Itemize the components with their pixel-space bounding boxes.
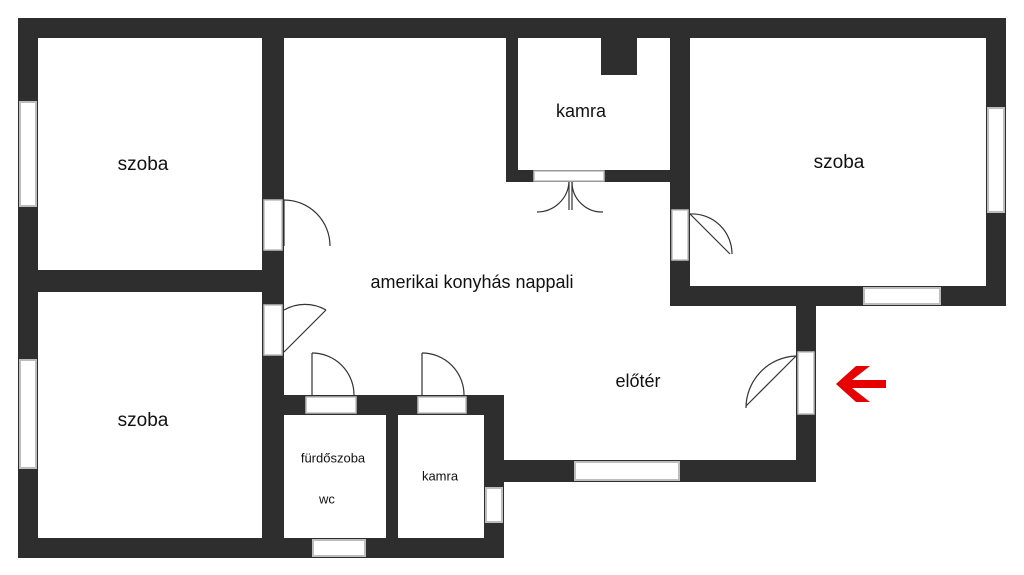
room-labels: szoba szoba szoba amerikai konyhás nappa… <box>118 101 865 507</box>
door-swing <box>689 213 733 255</box>
door-swings <box>283 181 797 409</box>
entrance-arrow-icon <box>836 366 886 402</box>
door-swing <box>283 199 331 247</box>
label-room-bottom-left: szoba <box>118 410 169 431</box>
door-gap-bath <box>305 396 357 414</box>
wall-right-room-bottom <box>670 286 1006 306</box>
wall-left-rooms-right <box>262 38 284 558</box>
window-right-top <box>987 107 1005 213</box>
label-room-top-left: szoba <box>118 154 169 175</box>
door-swing <box>283 303 327 311</box>
door-gap-left-top <box>263 199 283 251</box>
door-swing <box>571 181 604 213</box>
label-living-kitchen: amerikai konyhás nappali <box>370 272 573 292</box>
window-bath-bottom <box>312 539 366 557</box>
window-left-top <box>19 101 37 207</box>
door-gap-pantry-bottom <box>417 396 467 414</box>
label-bathroom: fürdőszoba <box>301 450 366 465</box>
chimney <box>601 38 637 75</box>
window-left-bottom <box>19 359 37 469</box>
door-gap-left-bottom <box>263 304 283 356</box>
door-openings <box>263 170 815 415</box>
door-gap-pantry-top <box>533 170 605 182</box>
label-hallway: előtér <box>615 371 660 391</box>
door-leaf <box>745 355 797 407</box>
label-pantry-bottom: kamra <box>422 468 459 483</box>
wall-pantry-left <box>506 38 518 181</box>
wall-bath-pantry-divider <box>386 395 398 558</box>
door-gap-right-room <box>671 209 689 261</box>
door-swing <box>536 181 570 213</box>
door-gap-entrance <box>797 351 815 415</box>
wall-outer-bottom <box>18 538 504 558</box>
entrance-arrow-shape <box>836 366 886 402</box>
wall-outer-top <box>18 18 1006 38</box>
door-swing <box>745 355 797 409</box>
label-wc: wc <box>318 491 335 506</box>
door-leaf <box>283 309 327 353</box>
door-swing <box>311 352 355 396</box>
label-pantry-top: kamra <box>556 101 607 121</box>
windows <box>19 101 1005 557</box>
window-hall-bottom <box>574 461 680 481</box>
door-leaf <box>689 213 731 255</box>
window-pantry-bottom-side <box>485 487 503 523</box>
window-right-room-bottom <box>863 287 941 305</box>
wall-pantry-bottom-right <box>484 395 504 558</box>
label-room-top-right: szoba <box>814 152 865 173</box>
wall-left-rooms-divider <box>18 270 284 292</box>
door-swing <box>421 352 465 396</box>
